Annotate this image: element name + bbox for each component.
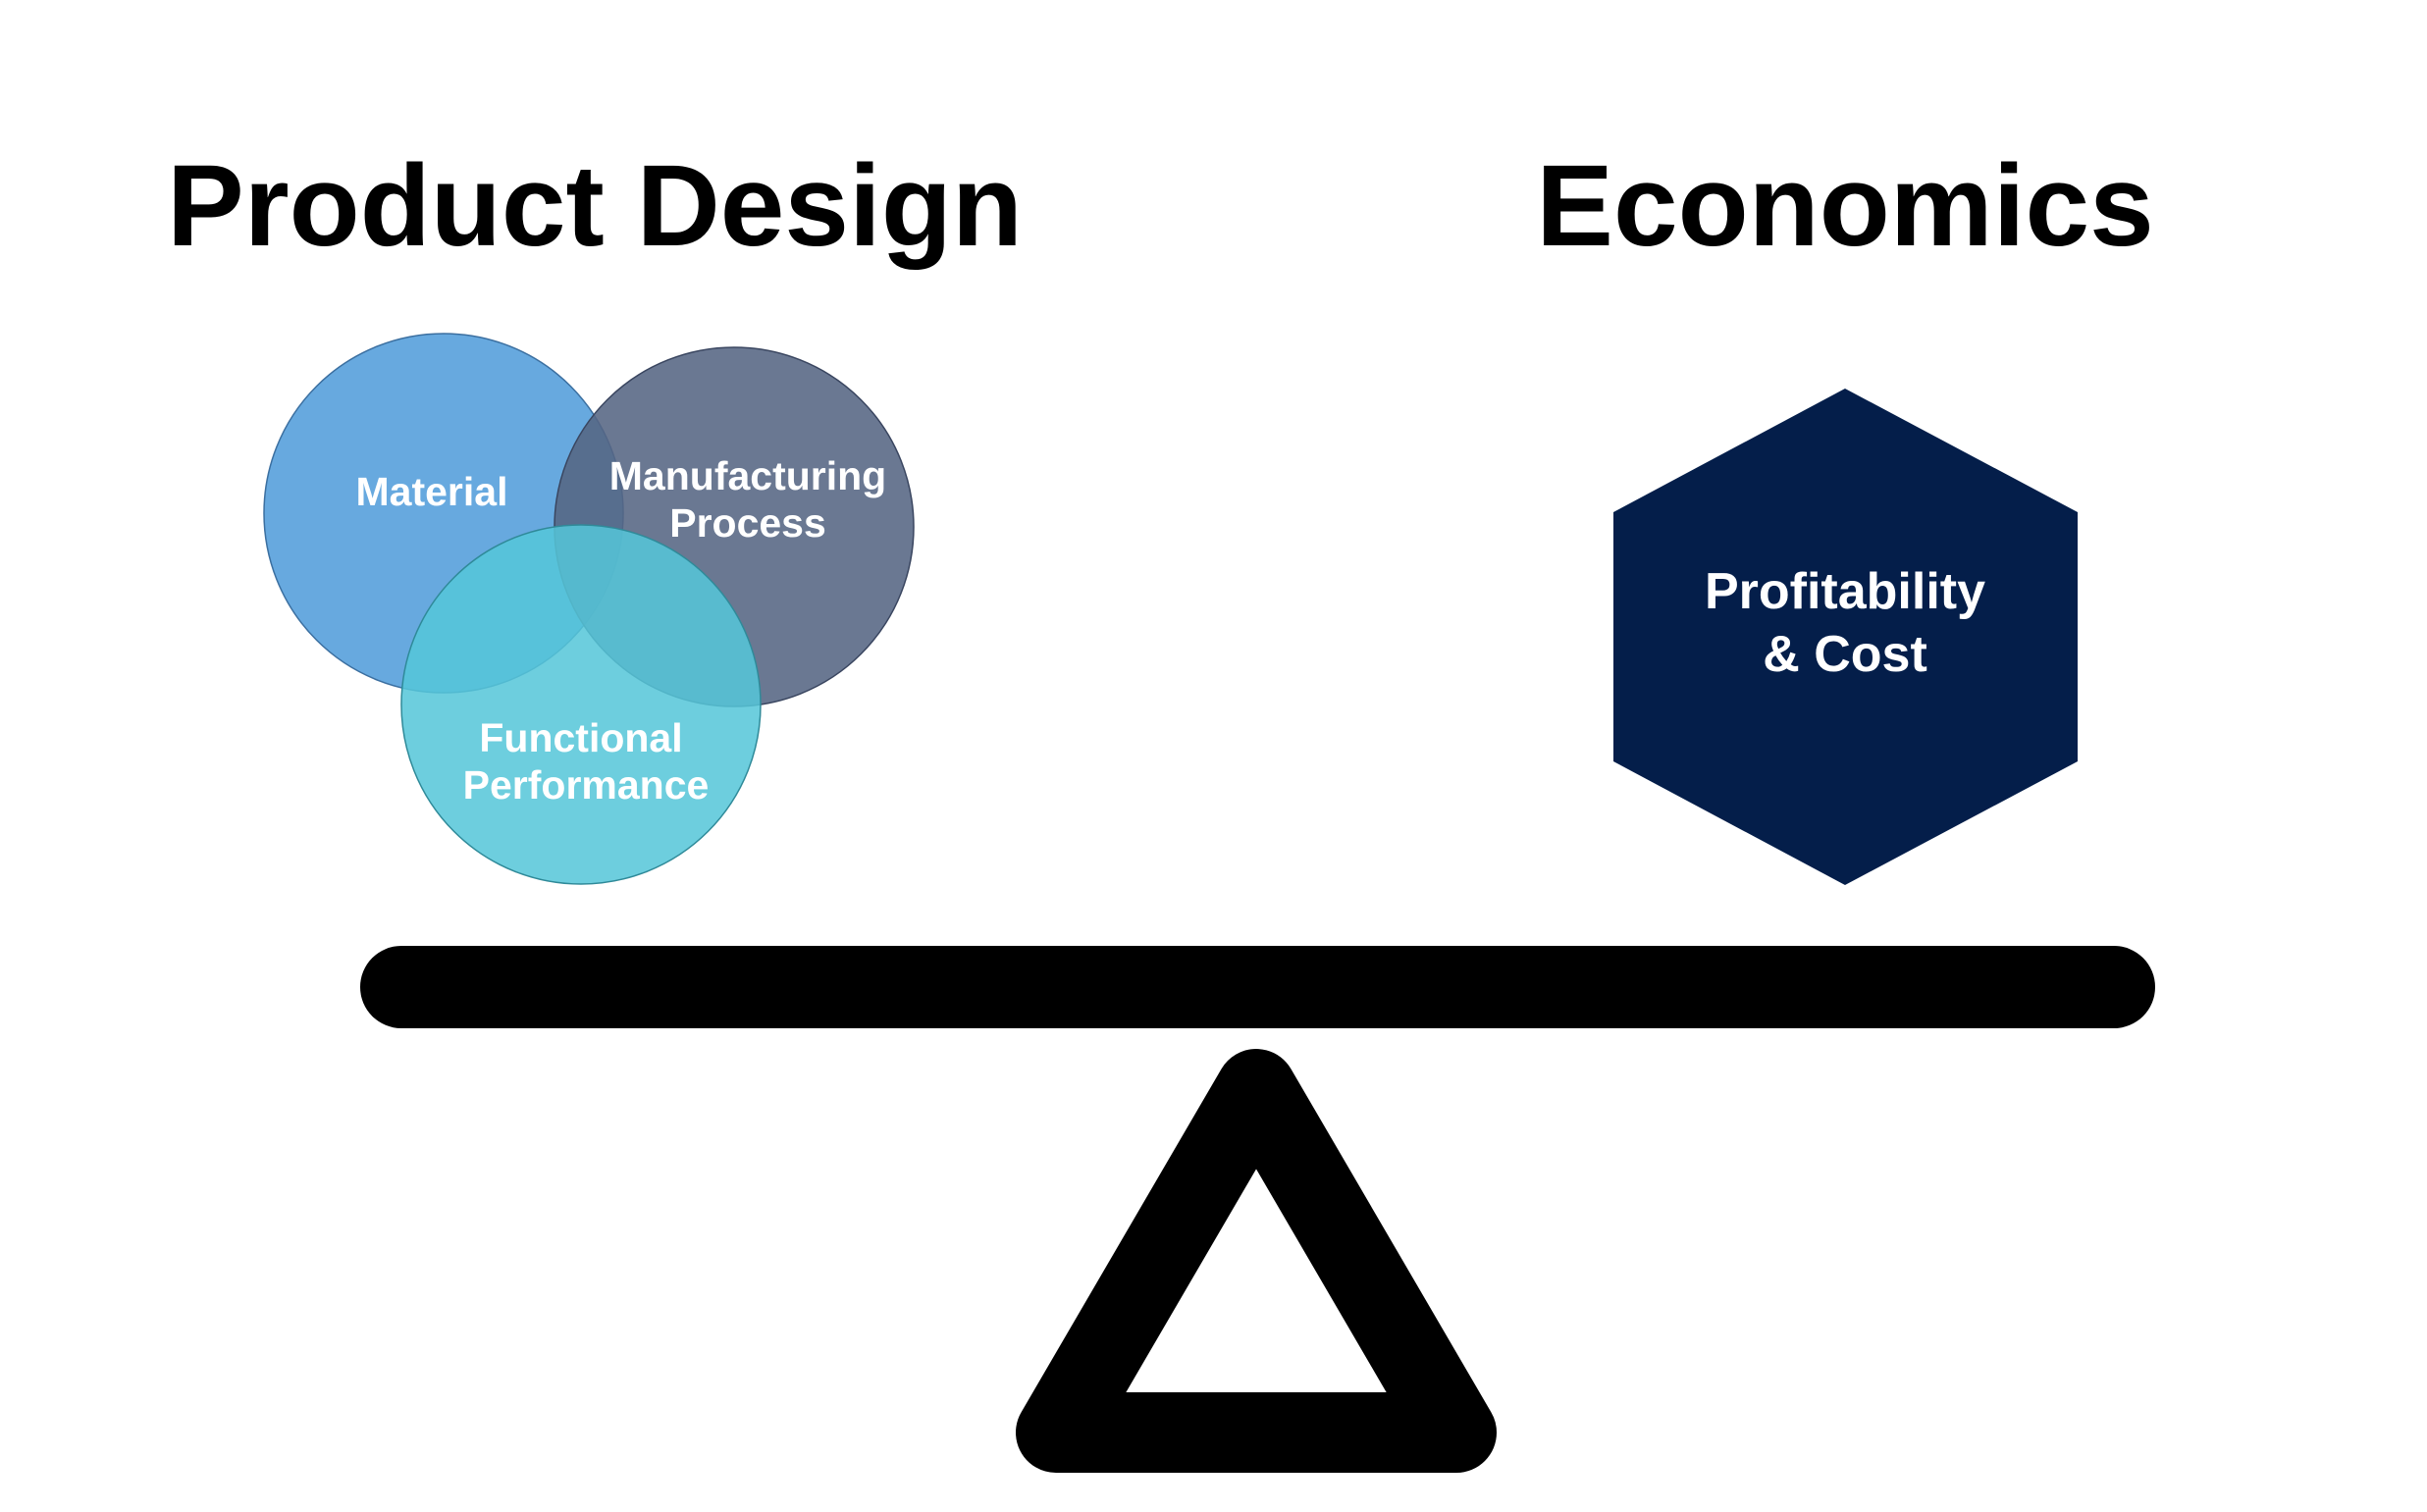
material-label: Material [356, 469, 508, 514]
profitability-hexagon [1613, 389, 2078, 885]
functional-label-line1: Functional [479, 715, 682, 760]
profitability-hexagon-group: Profitability & Cost [1613, 389, 2078, 885]
manufacturing-label-line2: Process [669, 500, 826, 546]
economics-heading: Economics [1536, 141, 2154, 271]
manufacturing-label-line1: Manufacturing [609, 453, 886, 498]
seesaw-fulcrum [1016, 1049, 1497, 1473]
seesaw-beam [360, 946, 2155, 1028]
hexagon-label-line2: & Cost [1763, 626, 1927, 683]
product-design-heading: Product Design [167, 141, 1023, 271]
seesaw [360, 946, 2155, 1473]
venn-diagram: Material Manufacturing Process Functiona… [263, 333, 915, 885]
hexagon-label-line1: Profitability [1705, 563, 1985, 620]
functional-performance-circle [400, 524, 762, 885]
functional-label-line2: Performance [463, 762, 710, 808]
